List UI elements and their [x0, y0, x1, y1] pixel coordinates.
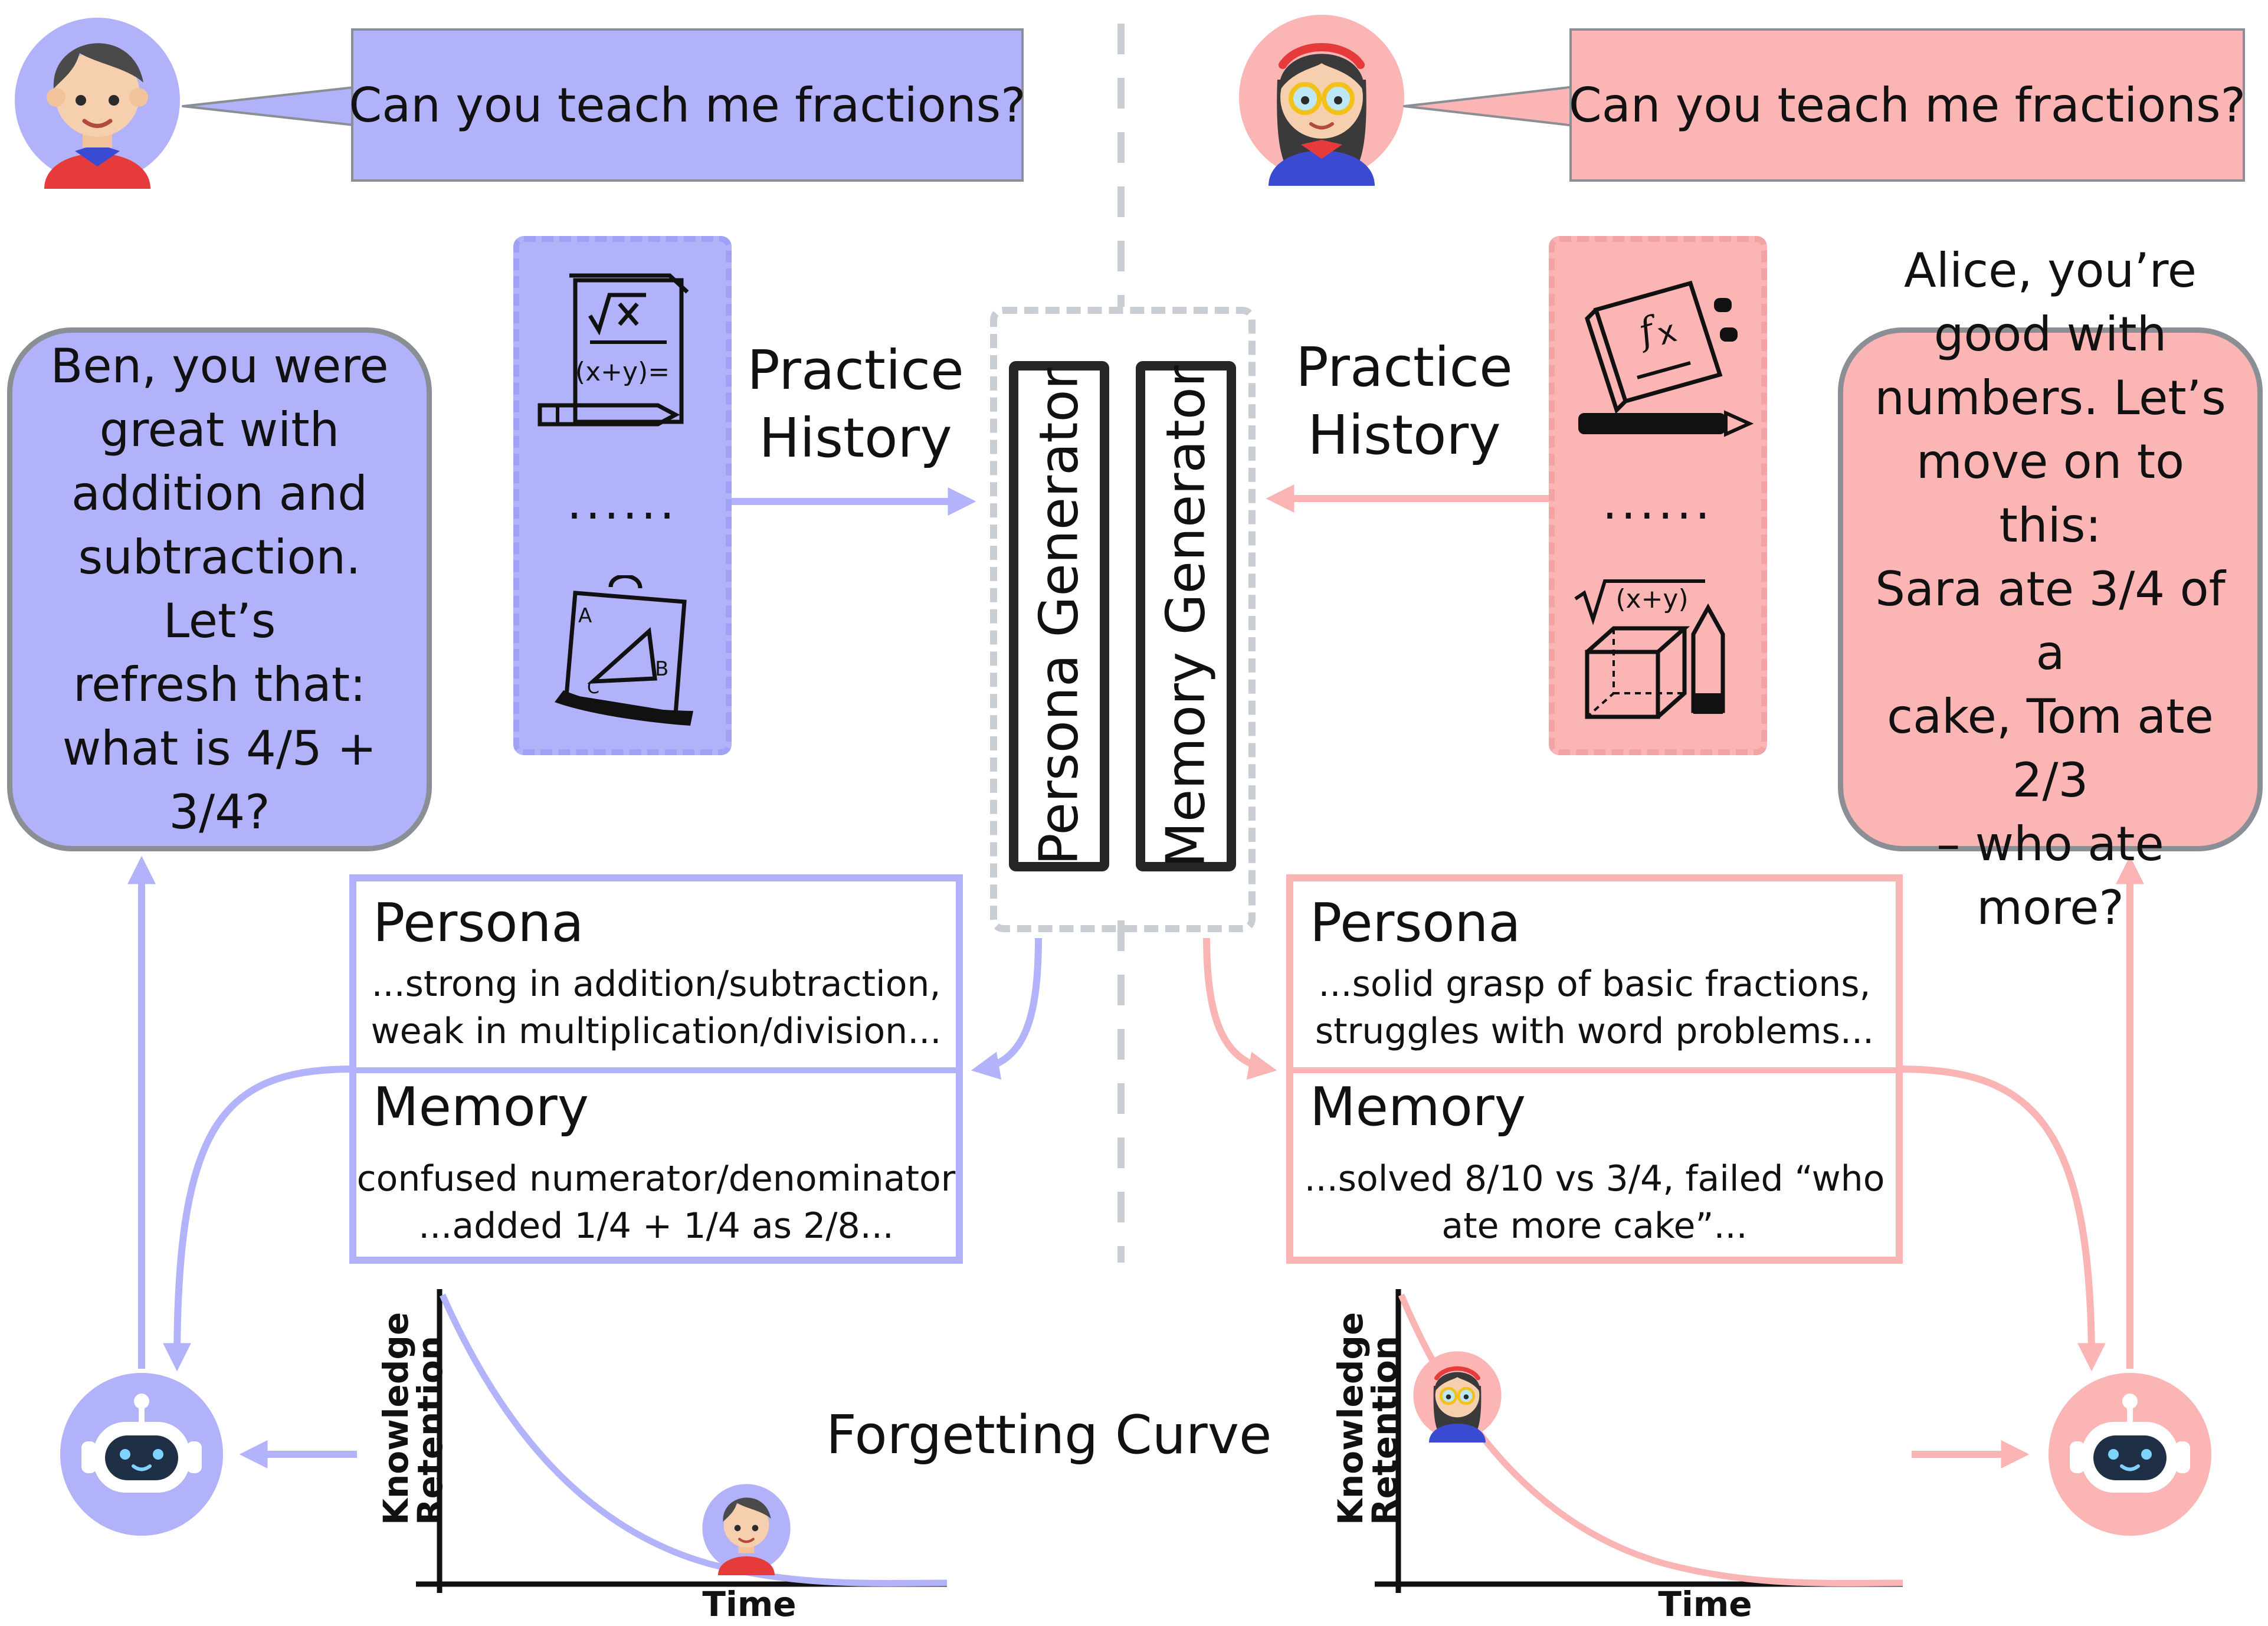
left-memory-heading: Memory [373, 1076, 589, 1138]
forgetting-curve-title: Forgetting Curve [826, 1404, 1272, 1466]
left-practice-dots: ...... [566, 475, 679, 530]
left-practice-history-label: Practice History [747, 339, 964, 470]
right-x-axis-label: Time [1658, 1584, 1752, 1624]
right-question-text: Can you teach me fractions? [1568, 77, 2246, 133]
persona-generator: Persona Generator [1009, 361, 1109, 871]
boy-curve-marker-icon [702, 1484, 791, 1575]
right-y-label-line1: Knowledge [1330, 1312, 1371, 1525]
left-y-label-line1: Knowledge [376, 1312, 416, 1525]
left-card-divider [356, 1067, 956, 1073]
generator-frame [990, 307, 1256, 932]
geometry-triangle-icon: A C B [555, 575, 693, 726]
right-practice-panel: f x ...... (x+y) [1549, 236, 1767, 755]
left-forgetting-curve [439, 1293, 948, 1586]
right-y-axis-label: Knowledge Retention [1329, 1312, 1406, 1525]
left-generator-to-card-arrow [971, 937, 1042, 1080]
right-bubble-tail [1403, 86, 1572, 126]
right-practice-history-label: Practice History [1296, 336, 1513, 467]
svg-text:A: A [578, 604, 592, 628]
memory-generator: Memory Generator [1136, 361, 1236, 871]
boy-avatar-icon [15, 18, 180, 189]
left-bubble-tail [182, 86, 356, 126]
persona-generator-label: Persona Generator [1028, 367, 1090, 866]
left-practice-panel: (x+y)= ...... A C B [513, 236, 732, 755]
left-robot-head-icon [60, 1373, 223, 1536]
function-notebook-icon: f x [1578, 280, 1754, 437]
left-question-text: Can you teach me fractions? [349, 77, 1026, 133]
left-x-axis-label: Time [702, 1584, 797, 1624]
right-persona-heading: Persona [1310, 892, 1521, 954]
right-generator-to-card-arrow [1203, 937, 1277, 1080]
left-tutor-response: Ben, you were great with addition and su… [7, 327, 432, 851]
left-memory-text: confused numerator/denominator ...added … [356, 1158, 956, 1247]
right-memory-heading: Memory [1310, 1076, 1526, 1138]
left-y-label-line2: Retention [410, 1335, 450, 1525]
left-persona-text: ...strong in addition/subtraction, weak … [371, 963, 942, 1052]
right-question-bubble: Can you teach me fractions? [1568, 28, 2246, 182]
cube-pencil-icon: (x+y) [1574, 579, 1725, 719]
left-response-text: Ben, you were great with addition and su… [50, 339, 389, 840]
svg-text:B: B [655, 657, 668, 681]
svg-text:(x+y)=: (x+y)= [575, 357, 670, 387]
right-response-text: Alice, you’re good with numbers. Let’s m… [1874, 243, 2226, 935]
right-y-label-line2: Retention [1365, 1335, 1405, 1525]
right-card-divider [1293, 1067, 1896, 1073]
left-profile-card: Persona ...strong in addition/subtractio… [349, 874, 963, 1264]
right-card-to-tutor-arrow [1899, 1066, 2106, 1372]
math-worksheet-icon: (x+y)= [537, 273, 689, 427]
right-tutor-response: Alice, you’re good with numbers. Let’s m… [1838, 243, 2263, 935]
left-persona-heading: Persona [373, 892, 584, 954]
girl-curve-marker-icon [1413, 1351, 1502, 1443]
left-y-axis-label: Knowledge Retention [375, 1312, 451, 1525]
right-persona-text: ...solid grasp of basic fractions, strug… [1315, 963, 1874, 1052]
svg-text:C: C [587, 677, 599, 698]
right-robot-head-icon [2049, 1373, 2211, 1536]
left-question-bubble: Can you teach me fractions? [349, 28, 1026, 182]
svg-text:(x+y): (x+y) [1615, 584, 1688, 614]
right-profile-card: Persona ...solid grasp of basic fraction… [1286, 874, 1903, 1264]
memory-generator-label: Memory Generator [1155, 365, 1217, 868]
right-memory-text: ...solved 8/10 vs 3/4, failed “who ate m… [1304, 1158, 1885, 1247]
right-practice-dots: ...... [1602, 475, 1714, 530]
left-card-to-tutor-arrow [163, 1066, 355, 1372]
girl-avatar-icon [1239, 15, 1404, 186]
